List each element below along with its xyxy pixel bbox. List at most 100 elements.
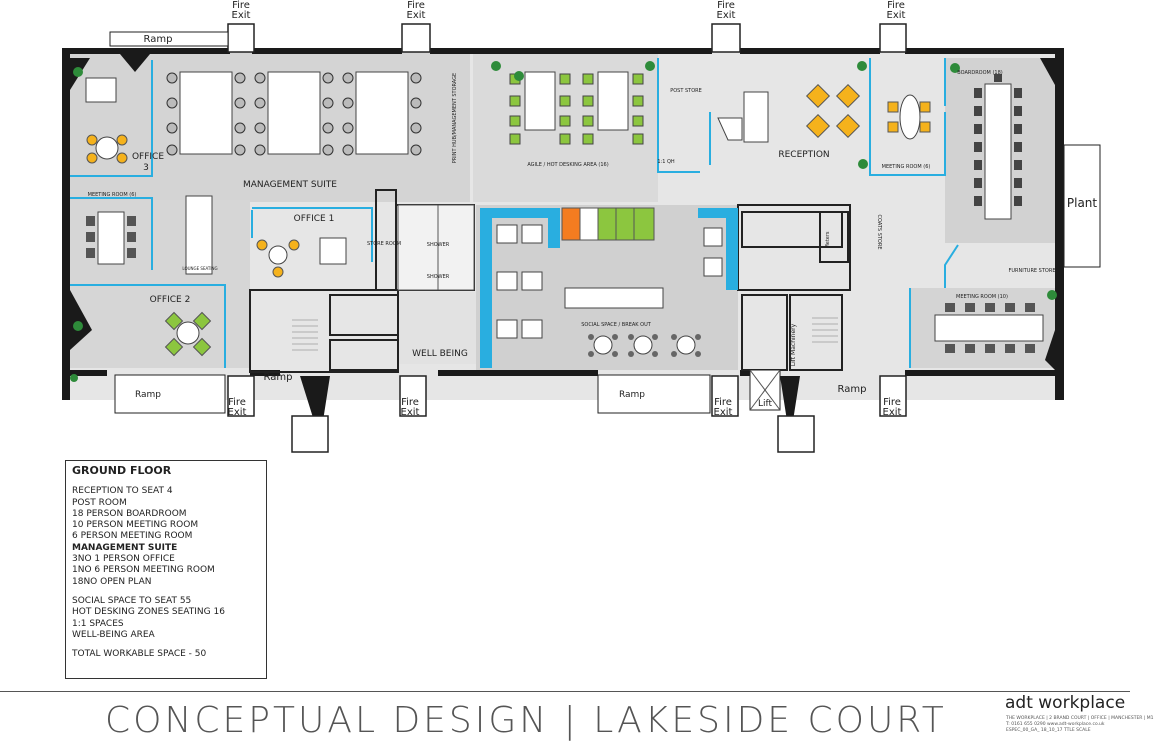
legend-line: WELL-BEING AREA <box>72 629 155 640</box>
boardroom-table <box>984 83 1012 220</box>
wall-north-5 <box>905 48 1064 54</box>
office1-label: OFFICE 1 <box>294 214 335 224</box>
wall-north-3 <box>430 48 712 54</box>
well-being-label: WELL BEING <box>412 349 468 359</box>
lift-cross <box>749 369 781 411</box>
stairs-east <box>812 317 838 343</box>
boardroom-label: BOARDROOM (18) <box>957 70 1002 76</box>
meeting-room-6-label: MEETING ROOM (6) <box>88 192 137 198</box>
meeting-table-6-left <box>97 211 125 265</box>
drawing-title: CONCEPTUAL DESIGN | LAKESIDE COURT <box>105 700 947 741</box>
office3-label: OFFICE <box>132 152 164 162</box>
legend-line: 6 PERSON MEETING ROOM <box>72 531 193 542</box>
post-store-label: POST STORE <box>670 88 702 94</box>
meeting-table-6-right <box>899 94 921 140</box>
office3-desk <box>85 77 117 103</box>
meeting-room-10-label: MEETING ROOM (10) <box>956 294 1008 300</box>
fire-exit-label-line2: Exit <box>714 407 733 418</box>
footer-divider <box>0 691 1130 692</box>
fire-exit-label-line1: Fire <box>717 0 735 11</box>
ramp-label: Ramp <box>264 372 293 383</box>
fire-exit-label-line2: Exit <box>717 10 736 21</box>
fire-exit-label-line2: Exit <box>401 407 420 418</box>
lift-machinery-label: Lift Machinery <box>790 323 797 366</box>
glass-partitions <box>70 58 959 368</box>
booth-bench <box>548 208 560 248</box>
meeting-10-chairs <box>945 303 1035 353</box>
brand-contact-line: T: 0161 655 0290 www.adt-workplace.co.uk <box>1006 722 1105 727</box>
office3-chairs <box>86 134 128 164</box>
booth-bench-west <box>480 208 492 368</box>
social-stools <box>588 334 701 357</box>
social-tables <box>496 224 723 339</box>
reception-chairs <box>805 83 931 139</box>
office2-table <box>176 321 200 345</box>
wall-south-5 <box>905 370 1055 376</box>
fire-exit-door <box>227 375 255 417</box>
fire-exit-door <box>711 23 741 53</box>
booth-seat-green <box>597 207 617 241</box>
office2-chairs <box>164 311 212 357</box>
fire-exit-label-line1: Fire <box>228 397 246 408</box>
booth-seat-green <box>633 207 655 241</box>
office2-label: OFFICE 2 <box>150 295 191 305</box>
breakout-bench <box>564 287 664 309</box>
reception-desk <box>743 91 769 143</box>
print-hub-label: PRINT HUB/MANAGEMENT STORAGE <box>452 73 458 163</box>
booth-bench-top <box>698 208 736 218</box>
fire-exit-label-line2: Exit <box>407 10 426 21</box>
fire-exit-door <box>711 375 739 417</box>
legend-line: HOT DESKING ZONES SEATING 16 <box>72 607 225 618</box>
entrance-lobby <box>291 415 329 453</box>
boardroom-chairs <box>974 74 1022 206</box>
brand-ref-line: ESPEC_00_GA_ 18_10_17 TTLE SCALE <box>1006 728 1091 733</box>
wall-south-3 <box>438 370 598 376</box>
fire-exit-label-line1: Fire <box>714 397 732 408</box>
social-space-label: SOCIAL SPACE / BREAK OUT <box>581 322 652 328</box>
meeting-room-6-right-label: MEETING ROOM (6) <box>882 164 931 170</box>
ramp-bottom-mid <box>597 374 711 414</box>
legend-line: 10 PERSON MEETING ROOM <box>72 520 199 531</box>
legend-panel: GROUND FLOOR RECEPTION TO SEAT 4 POST RO… <box>65 460 267 679</box>
office1-desk <box>319 237 347 265</box>
legend-heading: GROUND FLOOR <box>72 464 172 477</box>
wall-north-1 <box>62 48 230 54</box>
brand-address-line: THE WORKPLACE | 2 BRAND COURT | OFFICE |… <box>1006 716 1154 721</box>
ramp-label: Ramp <box>838 384 867 395</box>
meters-label: Meters <box>825 231 831 248</box>
store-room-label: STORE ROOM <box>367 241 401 247</box>
legend-total: TOTAL WORKABLE SPACE - 50 <box>72 649 207 660</box>
coats-store-label: COATS STORE <box>876 215 882 250</box>
ramp-bottom-left <box>114 374 226 414</box>
fire-exit-label-line1: Fire <box>883 397 901 408</box>
fire-exit-label-line1: Fire <box>232 0 250 11</box>
shower-label: SHOWER <box>427 242 450 248</box>
wall-wedge <box>1040 58 1055 85</box>
legend-line: RECEPTION TO SEAT 4 <box>72 486 173 497</box>
booth-seat <box>579 207 599 241</box>
brand-address: THE WORKPLACE | 2 BRAND COURT | OFFICE |… <box>1006 716 1154 734</box>
lounge-seating <box>185 195 213 275</box>
legend-line: 18NO OPEN PLAN <box>72 576 152 587</box>
social-round-tables <box>593 335 696 355</box>
shower-room <box>437 204 475 291</box>
plant-icon <box>70 61 1057 382</box>
entrance-lobby <box>777 415 815 453</box>
brand-logo-text: adt workplace <box>1005 693 1126 713</box>
meeting-6-chairs <box>86 216 136 258</box>
legend-line: POST ROOM <box>72 497 127 508</box>
fire-exit-label-line2: Exit <box>228 407 247 418</box>
meeting-table-10 <box>934 314 1044 342</box>
booth-bench-east <box>726 208 738 290</box>
fire-exit-label-line1: Fire <box>401 397 419 408</box>
ramp-top-label: Ramp <box>144 34 173 45</box>
legend-line: SOCIAL SPACE TO SEAT 55 <box>72 595 192 606</box>
legend-line: 18 PERSON BOARDROOM <box>72 508 187 519</box>
shower-label: SHOWER <box>427 274 450 280</box>
ramp-top <box>109 31 229 47</box>
agile-label: AGILE / HOT DESKING AREA (16) <box>527 162 608 168</box>
wall-east <box>1055 48 1064 400</box>
ramp-label: Ramp <box>619 390 645 400</box>
fire-exit-door <box>879 23 907 53</box>
task-chairs <box>166 72 422 156</box>
